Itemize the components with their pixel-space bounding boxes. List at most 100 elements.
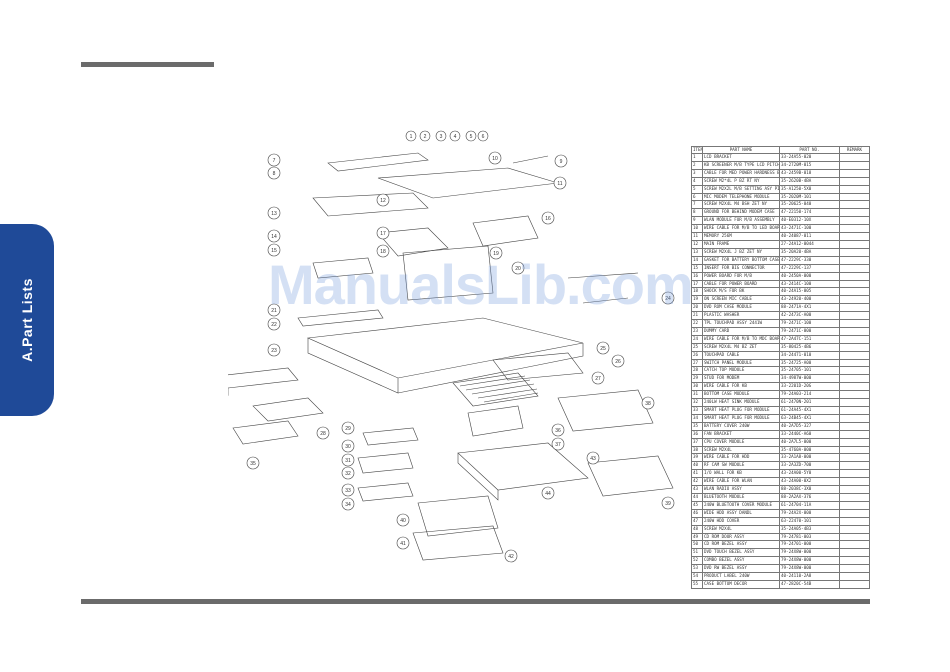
callout-number: 18 [380,249,386,255]
part-battery-tray [412,525,504,561]
cell-part-name: CATCH TOP MODULE [702,366,780,376]
part-fan [467,405,524,437]
cell-item: 37 [691,437,703,447]
cell-part-name: SHOCK M/S FOR BK [702,287,780,297]
cell-remark [839,366,870,376]
cell-remark [839,184,870,194]
part-hdd-cage [492,352,584,381]
callout-circle [504,549,518,563]
callout-circle [591,371,605,385]
cell-remark [839,477,870,487]
part-antenna-strip [567,272,639,279]
cell-item: 33 [691,406,703,415]
col-header-remark: REMARK [839,146,870,154]
part-bottom-case [457,442,589,491]
cell-item: 40 [691,461,703,471]
callout-circle [661,291,675,305]
cell-remark [839,469,870,479]
cell-part-no: 79-2471C-000 [779,326,840,336]
cell-part-no: 43-2414C-100 [779,279,840,289]
cell-remark [839,319,870,328]
cell-part-name: MEMORY 256M [702,232,780,241]
cell-part-no: 35-20A20-4BA [779,247,840,257]
cell-remark [839,398,870,407]
callout-number: 36 [555,428,561,434]
cell-item: 25 [691,342,703,352]
callout-circle [376,193,390,207]
cell-part-name: DVD RW BEZEL ASSY [702,564,780,574]
callout-number: 24 [665,296,671,302]
part-rear-bar [327,152,429,172]
callout-number: 19 [493,251,499,257]
cell-part-no: 35-24705-101 [779,366,840,376]
callout-number: 39 [665,501,671,507]
cell-part-no: 35-80425-4B6 [779,342,840,352]
cell-part-name: POWER BOARD FOR M/B [702,271,780,281]
cell-part-name: WLAN RADIO ASSY [702,485,780,494]
cell-part-no: 63-24B45-4X1 [779,413,840,423]
cell-remark [839,461,870,471]
cell-item: 53 [691,564,703,574]
cell-part-no: 79-24781-003 [779,532,840,542]
cell-part-name: LCD BRACKET [702,153,780,162]
cell-part-no: 33-2A3ZD-700 [779,461,840,471]
cell-remark [839,287,870,297]
cell-part-name: CPU COVER MODULE [702,437,780,447]
cell-remark [839,303,870,313]
cell-part-no: 61-24704-11A [779,500,840,510]
cell-remark [839,255,870,265]
cell-part-no: 79-24X8W-000 [779,564,840,574]
cell-part-no: 35-20625-040 [779,200,840,210]
part-upper-bracket [472,215,539,247]
cell-remark [839,192,870,202]
cell-part-name: WIRE CABLE FOR WLAN [702,477,780,487]
cell-part-no: 33-2440C-A60 [779,429,840,439]
cell-part-name: PLASTIC WASHER [702,311,780,321]
callout-circle [267,206,281,220]
col-header-part-no: PART NO. [779,146,840,154]
callout-circle [488,151,502,165]
cell-part-name: RF CAM SW MODULE [702,461,780,471]
cell-remark [839,247,870,257]
cell-remark [839,224,870,234]
part-label-sheet [232,420,299,445]
cell-remark [839,326,870,336]
table-header-row: ITEM PART NAME PART NO. REMARK [691,146,870,154]
cell-item: 42 [691,477,703,487]
part-small-bracket-a [362,427,419,446]
cell-part-name: SCREW M2X4L [702,445,780,455]
top-rule [81,62,214,67]
cell-part-name: STUD FOR MODEM [702,374,780,384]
cell-part-name: TPL TOUCHPAD ASSY 2441W [702,319,780,328]
cell-item: 52 [691,556,703,566]
cell-remark [839,263,870,273]
cell-remark [839,271,870,281]
cell-part-name: WIDE HDD ASSY DANDL [702,508,780,518]
cell-part-no: 47-2229C-330 [779,255,840,265]
cell-item: 43 [691,485,703,494]
callout-circle [267,303,281,317]
cell-part-name: TOUCHPAD CABLE [702,350,780,360]
cell-part-no: 33-2A1A8-000 [779,453,840,463]
callout-number: 3 [440,134,443,140]
part-drive-bezel [252,397,324,422]
cell-remark [839,556,870,566]
cell-item: 16 [691,271,703,281]
